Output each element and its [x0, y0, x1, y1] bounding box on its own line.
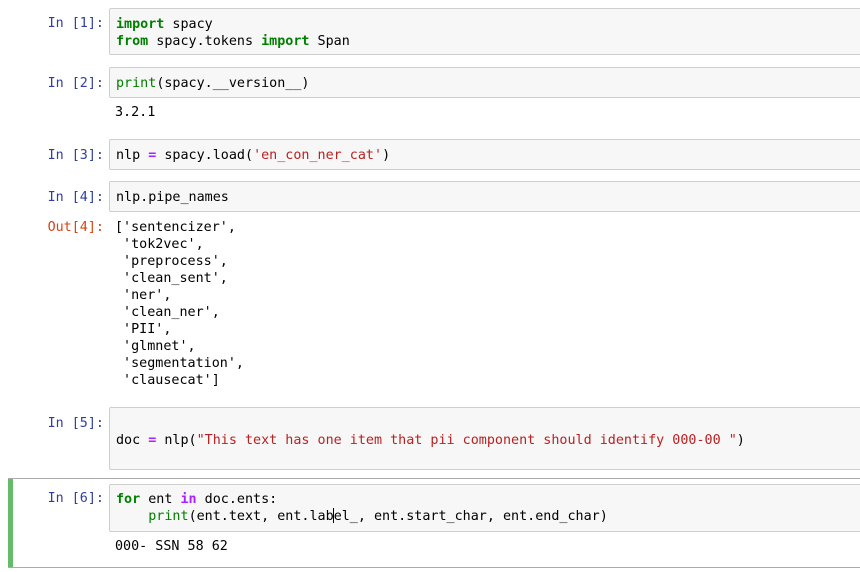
code-token: print	[148, 509, 189, 524]
code-token: "This text has one item that pii compone…	[196, 433, 737, 448]
code-token: spacy.tokens	[148, 34, 262, 49]
code-input[interactable]: doc = nlp("This text has one item that p…	[109, 407, 860, 470]
code-cell-4[interactable]: In [4]: nlp.pipe_names Out[4]: ['sentenc…	[0, 181, 860, 393]
code-token: import	[116, 17, 165, 32]
code-line: print(spacy.__version__)	[116, 75, 310, 92]
code-line: from spacy.tokens import Span	[116, 33, 350, 50]
code-line: print(ent.text, ent.label_, ent.start_ch…	[116, 508, 608, 525]
code-token: doc	[116, 433, 149, 448]
code-text: nlp.pipe_names	[116, 189, 229, 206]
code-token: in	[180, 492, 197, 507]
code-token	[116, 509, 148, 524]
code-token: ent	[140, 492, 181, 507]
code-text: nlp = spacy.load('en_con_ner_cat')	[116, 147, 390, 164]
code-line: import spacy	[116, 16, 350, 33]
code-token: =	[148, 433, 157, 448]
code-cell-2[interactable]: In [2]: print(spacy.__version__) 3.2.1	[0, 67, 860, 127]
code-input[interactable]: for ent in doc.ents: print(ent.text, ent…	[109, 484, 860, 532]
selected-cell-border	[8, 478, 860, 568]
code-token: doc.ents:	[196, 492, 278, 507]
cell-prompt: In [5]:	[47, 416, 104, 431]
code-token: spacy.load(	[156, 148, 254, 163]
code-token: nlp	[116, 148, 149, 163]
cell-output: 3.2.1	[115, 105, 156, 120]
code-line: for ent in doc.ents:	[116, 491, 608, 508]
code-token: (ent.text, ent.lab	[188, 509, 334, 524]
code-line: doc = nlp("This text has one item that p…	[116, 432, 745, 449]
code-token: (spacy.__version__)	[156, 76, 310, 91]
selected-cell-indicator	[8, 478, 13, 568]
code-line: nlp = spacy.load('en_con_ner_cat')	[116, 147, 390, 164]
text-cursor	[333, 508, 335, 523]
code-input[interactable]: nlp = spacy.load('en_con_ner_cat')	[109, 139, 860, 170]
code-token: 'en_con_ner_cat'	[253, 148, 383, 163]
code-text: doc = nlp("This text has one item that p…	[116, 432, 745, 449]
code-token: )	[382, 148, 391, 163]
code-token: from	[116, 34, 149, 49]
code-text: print(spacy.__version__)	[116, 75, 310, 92]
code-cell-5[interactable]: In [5]: doc = nlp("This text has one ite…	[0, 407, 860, 471]
cell-prompt: In [1]:	[47, 16, 104, 31]
code-token: import	[261, 34, 310, 49]
cell-prompt: In [2]:	[47, 76, 104, 91]
code-token: el_, ent.start_char, ent.end_char)	[333, 509, 608, 524]
code-cell-3[interactable]: In [3]: nlp = spacy.load('en_con_ner_cat…	[0, 139, 860, 171]
code-cell-6[interactable]: In [6]: for ent in doc.ents: print(ent.t…	[0, 484, 860, 564]
code-token: spacy	[164, 17, 213, 32]
code-input[interactable]: nlp.pipe_names	[109, 181, 860, 212]
cell-prompt: In [3]:	[47, 148, 104, 163]
cell-prompt: In [4]:	[47, 190, 104, 205]
cell-output: 000- SSN 58 62	[115, 539, 228, 554]
code-token: for	[116, 492, 141, 507]
code-line: nlp.pipe_names	[116, 189, 229, 206]
code-text: for ent in doc.ents: print(ent.text, ent…	[116, 491, 608, 525]
code-token: =	[148, 148, 157, 163]
code-token: nlp(	[156, 433, 197, 448]
code-input[interactable]: print(spacy.__version__)	[109, 67, 860, 98]
code-token: nlp.pipe_names	[116, 190, 229, 205]
code-token: Span	[309, 34, 350, 49]
out-prompt: Out[4]:	[47, 220, 104, 235]
code-token: )	[736, 433, 745, 448]
code-token: print	[116, 76, 157, 91]
cell-prompt: In [6]:	[47, 491, 104, 506]
cell-output: ['sentencizer', 'tok2vec', 'preprocess',…	[115, 220, 244, 388]
